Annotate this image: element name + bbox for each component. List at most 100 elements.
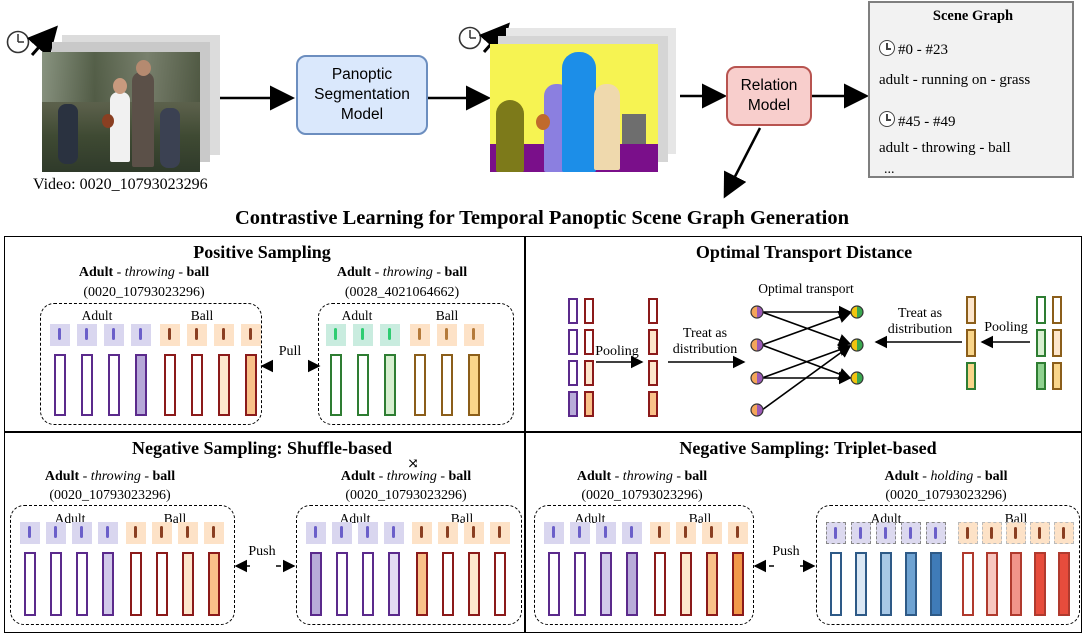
ot-left-adult-bar — [568, 329, 578, 355]
ot-right-adult-bar — [1036, 362, 1046, 390]
figure-icon — [472, 327, 475, 340]
ot-left-ball-bar — [584, 391, 594, 417]
positive-right-ball-feature-bar — [414, 354, 426, 416]
quadrant-divider-horizontal — [4, 431, 1081, 433]
shuffle-left-ball-thumbnail — [204, 522, 224, 544]
ot-source-nodes — [750, 305, 764, 417]
positive-left-triplet: Adult - throwing - ball — [78, 265, 210, 280]
figure-icon — [710, 525, 713, 538]
pull-label: Pull — [278, 344, 302, 359]
shuffle-right-ball-label: Ball — [450, 511, 474, 526]
triplet-right-adult-feature-bar — [880, 552, 892, 616]
triplet-left-ball-feature-bar — [706, 552, 718, 616]
positive-left-ball-feature-bar — [218, 354, 230, 416]
ot-left-ball-bar — [584, 360, 594, 386]
figure-icon — [106, 525, 109, 538]
figure-icon — [361, 327, 364, 340]
triplet-left-ball-feature-bar — [654, 552, 666, 616]
triplet-left-ball-thumbnail — [728, 522, 748, 544]
triplet-right-ball-thumbnail — [1006, 522, 1026, 544]
positive-right-adult-thumbnail — [353, 324, 373, 346]
shuffle-right-adult-feature-bar — [336, 552, 348, 616]
shuffle-right-adult-feature-bar — [310, 552, 322, 616]
figure-icon — [884, 526, 888, 539]
shuffle-right-group — [296, 505, 522, 625]
triplet-right-adult-feature-bar — [930, 552, 942, 616]
triplet-right-adult-label: Adult — [870, 511, 902, 526]
figure-icon — [160, 525, 163, 538]
shuffle-left-adult-thumbnail — [72, 522, 92, 544]
shuffle-left-adult-feature-bar — [50, 552, 62, 616]
shuffle-right-adult-label: Adult — [339, 511, 371, 526]
positive-right-ball-feature-bar — [441, 354, 453, 416]
positive-right-adult-thumbnail — [380, 324, 400, 346]
shuffle-right-ball-feature-bar — [416, 552, 428, 616]
figure-icon — [966, 526, 970, 539]
positive-right-adult-label: Adult — [341, 308, 373, 323]
figure-icon — [1062, 526, 1066, 539]
triplet-left-ball-thumbnail — [650, 522, 670, 544]
quadrant-grid — [4, 236, 1082, 633]
figure-icon — [859, 526, 863, 539]
shuffle-right-adult-feature-bar — [388, 552, 400, 616]
triplet-right-ball-feature-bar — [986, 552, 998, 616]
panoptic-line-3: Model — [340, 106, 384, 124]
triplet-right-adult-thumbnail — [926, 522, 946, 544]
shuffle-right-triplet: Adult - throwing - ball — [340, 469, 472, 484]
triplet-right-ball-thumbnail — [982, 522, 1002, 544]
ot-pooled-right-bar — [966, 362, 976, 390]
positive-right-ball-thumbnail — [410, 324, 430, 346]
positive-right-ball-thumbnail — [437, 324, 457, 346]
ot-pooled-right-bar — [966, 296, 976, 324]
pooling-right-label: Pooling — [984, 320, 1028, 335]
shuffle-right-ball-thumbnail — [438, 522, 458, 544]
positive-left-video-id: (0020_10793023296) — [83, 285, 205, 300]
ot-pooled-right-bar — [966, 329, 976, 357]
shuffle-push-label: Push — [248, 544, 276, 559]
shuffle-left-adult-feature-bar — [24, 552, 36, 616]
positive-left-ball-label: Ball — [190, 308, 214, 323]
positive-left-ball-thumbnail — [214, 324, 234, 346]
trend-arrow-icon — [26, 25, 58, 58]
figure-icon — [134, 525, 137, 538]
triplet-left-adult-feature-bar — [600, 552, 612, 616]
ot-left-adult-bar — [568, 391, 578, 417]
ot-pooled-left-bar — [648, 360, 658, 386]
shuffle-left-adult-thumbnail — [20, 522, 40, 544]
triplet-right-group — [816, 505, 1080, 625]
shuffle-left-adult-thumbnail — [46, 522, 66, 544]
shuffle-right-adult-thumbnail — [384, 522, 404, 544]
positive-sampling-title: Positive Sampling — [193, 242, 331, 262]
triplet-left-adult-thumbnail — [622, 522, 642, 544]
figure-icon — [28, 525, 31, 538]
triplet-right-ball-thumbnail — [1054, 522, 1074, 544]
triplet-right-ball-feature-bar — [1058, 552, 1070, 616]
triplet-left-adult-thumbnail — [596, 522, 616, 544]
positive-right-ball-thumbnail — [464, 324, 484, 346]
triplet-right-ball-feature-bar — [1010, 552, 1022, 616]
positive-left-adult-feature-bar — [135, 354, 147, 416]
positive-right-ball-feature-bar — [468, 354, 480, 416]
figure-icon — [186, 525, 189, 538]
triplet-right-ball-label: Ball — [1004, 511, 1028, 526]
triplet-right-adult-thumbnail — [876, 522, 896, 544]
figure-icon — [446, 525, 449, 538]
shuffle-left-ball-feature-bar — [208, 552, 220, 616]
positive-right-ball-label: Ball — [435, 308, 459, 323]
shuffle-left-adult-label: Adult — [54, 511, 86, 526]
ot-right-ball-bar — [1052, 329, 1062, 357]
relation-model-box: Relation Model — [726, 66, 812, 126]
figure-icon — [1014, 526, 1018, 539]
figure-icon — [578, 525, 581, 538]
triplet-left-adult-feature-bar — [548, 552, 560, 616]
shuffle-right-adult-thumbnail — [306, 522, 326, 544]
triplet-left-ball-label: Ball — [688, 511, 712, 526]
figure-icon — [498, 525, 501, 538]
figure-icon — [834, 526, 838, 539]
ot-pooled-left-bar — [648, 391, 658, 417]
figure-icon — [212, 525, 215, 538]
